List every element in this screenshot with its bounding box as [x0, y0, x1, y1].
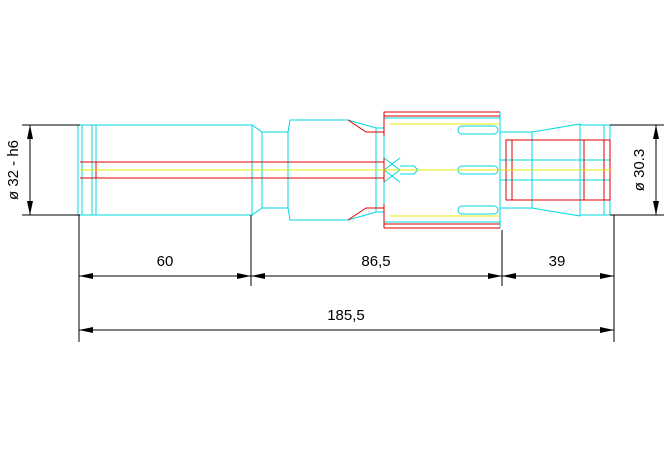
- dimension-lines: [22, 124, 664, 342]
- slot-top: [457, 125, 499, 135]
- slot-bottom: [457, 205, 499, 215]
- dim-total-label: 185,5: [327, 307, 365, 324]
- red-details: [80, 111, 611, 229]
- dim-seg3-label: 39: [549, 253, 566, 270]
- yellow-axes: [80, 123, 612, 217]
- dim-seg1-label: 60: [157, 253, 174, 270]
- dim-left-diameter-label: ø 32 - h6: [5, 140, 22, 200]
- dim-seg2-label: 86,5: [361, 253, 390, 270]
- dim-right-diameter-label: ø 30.3: [631, 149, 648, 192]
